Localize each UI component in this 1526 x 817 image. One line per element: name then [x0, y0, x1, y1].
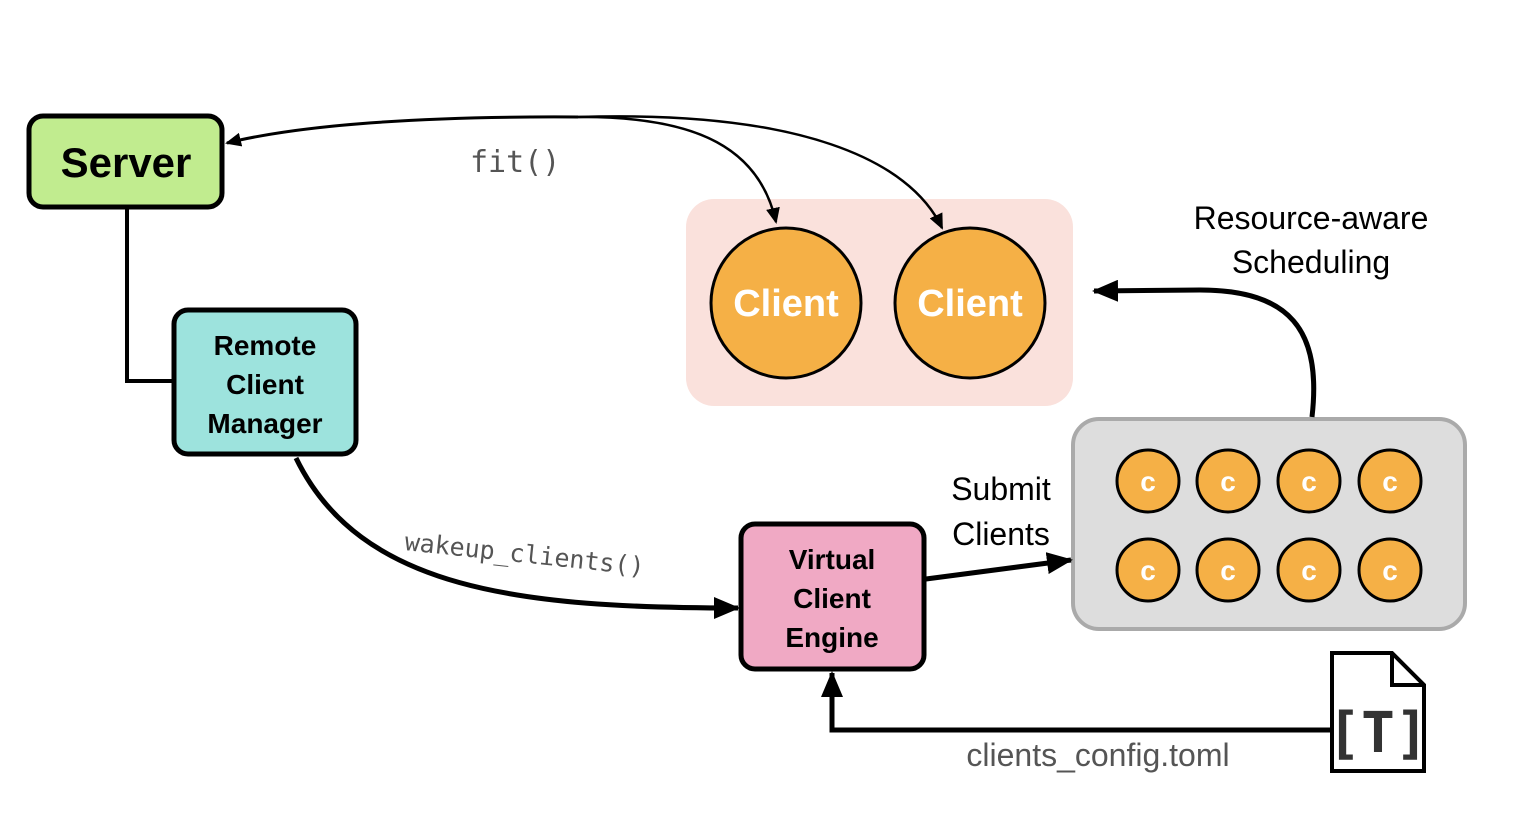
pool-client-node[interactable] [1276, 448, 1342, 514]
submit-label-line-1: Submit [951, 471, 1051, 507]
pool-client-label: c [1301, 466, 1317, 497]
toml-file-icon[interactable]: [T] [1327, 651, 1429, 773]
pool-client-node[interactable] [1115, 448, 1181, 514]
pool-client-node[interactable] [1195, 537, 1261, 603]
submit-label-line-2: Clients [952, 516, 1050, 552]
pool-client-node[interactable] [1115, 537, 1181, 603]
active-client-label: Client [917, 283, 1023, 325]
virtual-client-engine-box[interactable] [738, 521, 927, 672]
virtual-client-engine-label-line-3: Engine [785, 622, 878, 653]
active-client-label: Client [733, 283, 839, 325]
pool-client-label: c [1140, 466, 1156, 497]
pool-client-node[interactable] [1357, 537, 1423, 603]
virtual-client-engine-label-line-1: Virtual [789, 544, 876, 575]
pool-client-label: c [1382, 466, 1398, 497]
config-file-label: clients_config.toml [966, 737, 1229, 773]
remote-client-manager-label-line-2: Client [226, 369, 304, 400]
toml-file-glyph: [T] [1327, 701, 1428, 766]
scheduling-label-line-1: Resource-aware [1194, 200, 1429, 236]
wakeup-label: wakeup_clients() [403, 527, 646, 581]
pool-client-label: c [1140, 555, 1156, 586]
pool-client-node[interactable] [1276, 537, 1342, 603]
wakeup-arrow [293, 456, 740, 619]
pool-client-label: c [1301, 555, 1317, 586]
fit-label: fit() [470, 145, 560, 180]
scheduling-label-line-2: Scheduling [1232, 244, 1390, 280]
fit-arrow-to-client-1 [577, 115, 780, 224]
pool-client-label: c [1220, 555, 1236, 586]
submit-arrow [925, 552, 1073, 582]
config-arrow [821, 671, 1332, 733]
server-to-manager-connector [125, 207, 176, 383]
virtual-client-engine-label-line-2: Client [793, 583, 871, 614]
pool-client-node[interactable] [1195, 448, 1261, 514]
pool-client-label: c [1220, 466, 1236, 497]
remote-client-manager-label-line-1: Remote [214, 330, 317, 361]
server-label: Server [61, 139, 192, 186]
server-box[interactable] [26, 113, 225, 210]
pool-client-node[interactable] [1357, 448, 1423, 514]
active-client-node[interactable] [709, 226, 863, 380]
fit-arrow-to-server [225, 115, 579, 147]
remote-client-manager-label-line-3: Manager [207, 408, 322, 439]
pool-client-label: c [1382, 555, 1398, 586]
scheduling-arrow [1092, 279, 1317, 418]
remote-client-manager-box[interactable] [171, 307, 359, 457]
fit-arrow-to-client-2 [577, 115, 944, 230]
active-client-node[interactable] [893, 226, 1047, 380]
